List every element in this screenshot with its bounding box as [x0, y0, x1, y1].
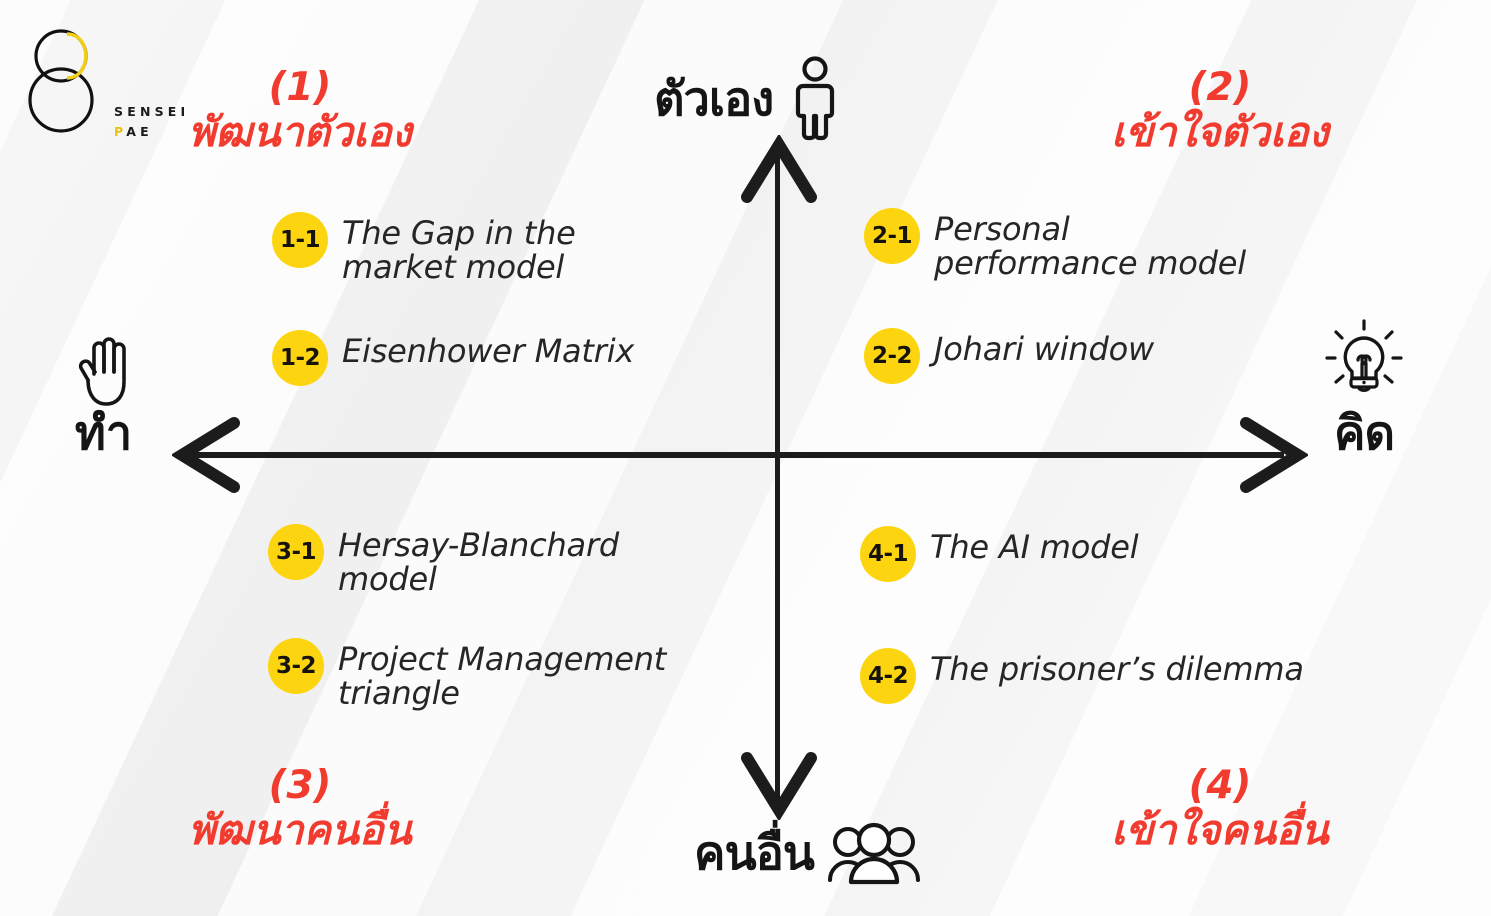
model-item-title: Eisenhower Matrix [342, 332, 635, 370]
axis-label-left: ทำ [72, 336, 134, 457]
axis-label-left-text: ทำ [74, 406, 132, 461]
model-item[interactable]: 2-1 Personal performance model [864, 208, 1246, 280]
axis-arrowhead-left-icon [172, 417, 240, 493]
sensei-pae-logo-icon [28, 29, 94, 133]
model-item[interactable]: 4-2 The prisoner’s dilemma [860, 648, 1304, 704]
model-item-badge: 2-1 [864, 208, 920, 264]
axis-label-right-text: คิด [1334, 406, 1395, 461]
brand-line-2-p: P [114, 123, 127, 139]
person-icon [796, 56, 835, 141]
quadrant-1-number: (1) [268, 65, 332, 110]
quadrant-heading-3: (3) พัฒนาคนอื่น [140, 763, 460, 854]
model-item-title: The prisoner’s dilemma [930, 650, 1304, 688]
axis-label-right: คิด [1322, 318, 1406, 457]
model-item[interactable]: 1-2 Eisenhower Matrix [272, 330, 634, 386]
model-item-title: Personal performance model [934, 210, 1246, 283]
model-item-badge: 2-2 [864, 328, 920, 384]
model-item-title: Johari window [934, 330, 1154, 368]
brand-line-2-rest: AE [126, 123, 153, 139]
model-item[interactable]: 3-2 Project Management triangle [268, 638, 666, 710]
model-item[interactable]: 1-1 The Gap in the market model [272, 212, 576, 284]
hand-icon [78, 337, 126, 406]
model-item[interactable]: 2-2 Johari window [864, 328, 1154, 384]
quadrant-4-name: เข้าใจคนอื่น [1111, 805, 1329, 854]
model-item[interactable]: 4-1 The AI model [860, 526, 1139, 582]
quadrant-4-number: (4) [1188, 763, 1252, 808]
model-item-badge: 3-1 [268, 524, 324, 580]
quadrant-3-name: พัฒนาคนอื่น [188, 805, 412, 854]
brand-logo: SENSEI PAE [24, 26, 204, 139]
axis-label-top: ตัวเอง [654, 56, 841, 142]
model-item-badge: 1-2 [272, 330, 328, 386]
quadrant-heading-4: (4) เข้าใจคนอื่น [1060, 763, 1380, 854]
brand-line-2: PAE [114, 123, 189, 139]
model-item-badge: 3-2 [268, 638, 324, 694]
quadrant-3-number: (3) [268, 763, 332, 808]
lightbulb-icon [1325, 319, 1403, 392]
axis-label-top-text: ตัวเอง [654, 71, 774, 127]
people-group-icon [827, 822, 920, 885]
quadrant-2-name: เข้าใจตัวเอง [1111, 107, 1329, 156]
model-item[interactable]: 3-1 Hersay-Blanchard model [268, 524, 619, 596]
model-item-title: Hersay-Blanchard model [338, 526, 620, 599]
model-item-badge: 1-1 [272, 212, 328, 268]
horizontal-axis-line [190, 452, 1284, 458]
quadrant-2-number: (2) [1188, 65, 1252, 110]
axis-arrowhead-up-icon [741, 135, 817, 203]
quadrant-1-name: พัฒนาตัวเอง [188, 107, 412, 156]
axis-label-bottom: คนอื่น [694, 820, 920, 886]
quadrant-heading-2: (2) เข้าใจตัวเอง [1060, 65, 1380, 156]
brand-line-1: SENSEI [114, 104, 190, 119]
quadrant-heading-1: (1) พัฒนาตัวเอง [140, 65, 460, 156]
model-item-badge: 4-2 [860, 648, 916, 704]
brand-wordmark: SENSEI PAE [114, 104, 190, 139]
model-item-badge: 4-1 [860, 526, 916, 582]
vertical-axis-line [775, 150, 780, 812]
axis-label-bottom-text: คนอื่น [694, 825, 815, 881]
axis-arrowhead-down-icon [741, 752, 817, 820]
model-item-title: Project Management triangle [338, 640, 667, 713]
model-item-title: The Gap in the market model [342, 214, 576, 287]
axis-arrowhead-right-icon [1240, 417, 1308, 493]
model-item-title: The AI model [930, 528, 1139, 566]
